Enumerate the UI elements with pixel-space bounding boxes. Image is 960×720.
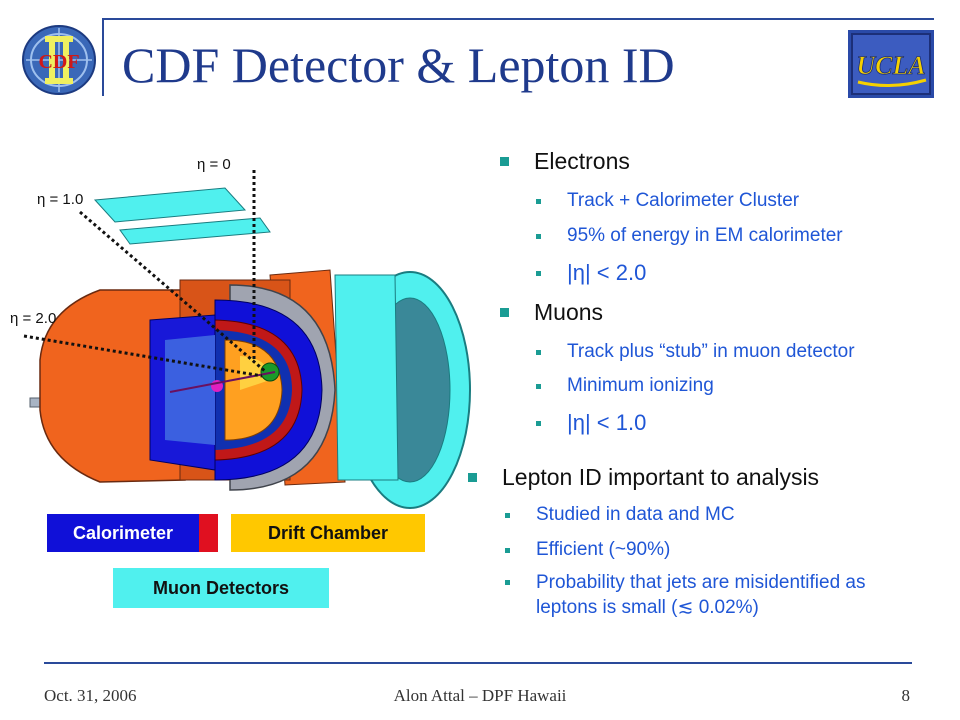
bullet-square-icon: [536, 198, 541, 204]
bullet-square-icon: [536, 233, 541, 239]
footer-rule: [44, 662, 912, 664]
muon-chamber-upper: [119, 217, 271, 245]
eta-1-label: η = 1.0: [37, 191, 84, 208]
muon-detectors-legend: Muon Detectors: [113, 568, 329, 608]
bullet-text: Track plus “stub” in muon detector: [567, 341, 855, 362]
bullet-text: |η| < 2.0: [567, 260, 647, 285]
bullet-lepton-id-label: Lepton ID important to analysis: [502, 464, 820, 490]
eta-2-label: η = 2.0: [10, 310, 57, 327]
drift-chamber-legend: Drift Chamber: [231, 514, 425, 552]
bullet-square-icon: [536, 383, 541, 389]
bullet-text: Studied in data and MC: [536, 504, 735, 525]
bullet-lepton-id: Lepton ID important to analysis: [468, 464, 819, 491]
bullet-muons-item: Minimum ionizing: [536, 375, 714, 397]
bullet-text: Minimum ionizing: [567, 375, 714, 396]
bullet-electrons-label: Electrons: [534, 148, 630, 174]
footer-author: Alon Attal – DPF Hawaii: [393, 686, 567, 705]
ucla-logo: UCLA: [848, 30, 934, 98]
cdf-logo: CDF: [22, 25, 96, 95]
bullet-square-icon: [536, 420, 541, 426]
bullet-square-icon: [500, 157, 509, 166]
title-rule: [102, 18, 934, 20]
bullet-text: Probability that jets are misidentified …: [536, 572, 866, 618]
bullet-lepton-id-item: Studied in data and MC: [505, 504, 735, 526]
bullet-text: Track + Calorimeter Cluster: [567, 190, 800, 211]
muon-chamber-top: [93, 187, 247, 223]
title-bar: [102, 18, 104, 96]
bullet-muons-label: Muons: [534, 299, 604, 325]
bullet-electrons-item: Track + Calorimeter Cluster: [536, 190, 799, 212]
bullet-electrons-item: |η| < 2.0: [536, 260, 646, 286]
detector-illustration: [23, 170, 471, 509]
bullet-square-icon: [505, 512, 510, 518]
eta-2-line: [23, 334, 263, 378]
bullet-muons-item: |η| < 1.0: [536, 410, 646, 436]
bullet-square-icon: [505, 547, 510, 553]
bullet-text: 95% of energy in EM calorimeter: [567, 225, 843, 246]
bullet-muons-item: Track plus “stub” in muon detector: [536, 341, 855, 363]
bullet-square-icon: [500, 308, 509, 317]
bullet-square-icon: [536, 270, 541, 276]
bullet-square-icon: [468, 473, 477, 482]
bullet-electrons-item: 95% of energy in EM calorimeter: [536, 225, 843, 247]
bullet-square-icon: [536, 349, 541, 355]
page-title: CDF Detector & Lepton ID: [122, 37, 675, 93]
bullet-square-icon: [505, 580, 510, 585]
bullet-electrons: Electrons: [500, 148, 630, 175]
ucla-logo-text: UCLA: [856, 51, 925, 80]
page-number: 8: [901, 686, 911, 705]
muon-wall-right: [334, 274, 399, 481]
bullet-lepton-id-item: Efficient (~90%): [505, 539, 670, 561]
cdf-logo-text: CDF: [38, 51, 79, 73]
bullet-text: Efficient (~90%): [536, 539, 671, 560]
eta-1-line: [79, 210, 267, 374]
bullet-text: |η| < 1.0: [567, 410, 647, 435]
calorimeter-legend: Calorimeter: [47, 514, 199, 552]
bullet-lepton-id-item: Probability that jets are misidentified …: [505, 571, 925, 620]
eta-0-label: η = 0: [197, 156, 231, 173]
calorimeter-legend-em-strip: [199, 514, 218, 552]
footer-date: Oct. 31, 2006: [44, 686, 137, 705]
bullet-muons: Muons: [500, 299, 603, 326]
